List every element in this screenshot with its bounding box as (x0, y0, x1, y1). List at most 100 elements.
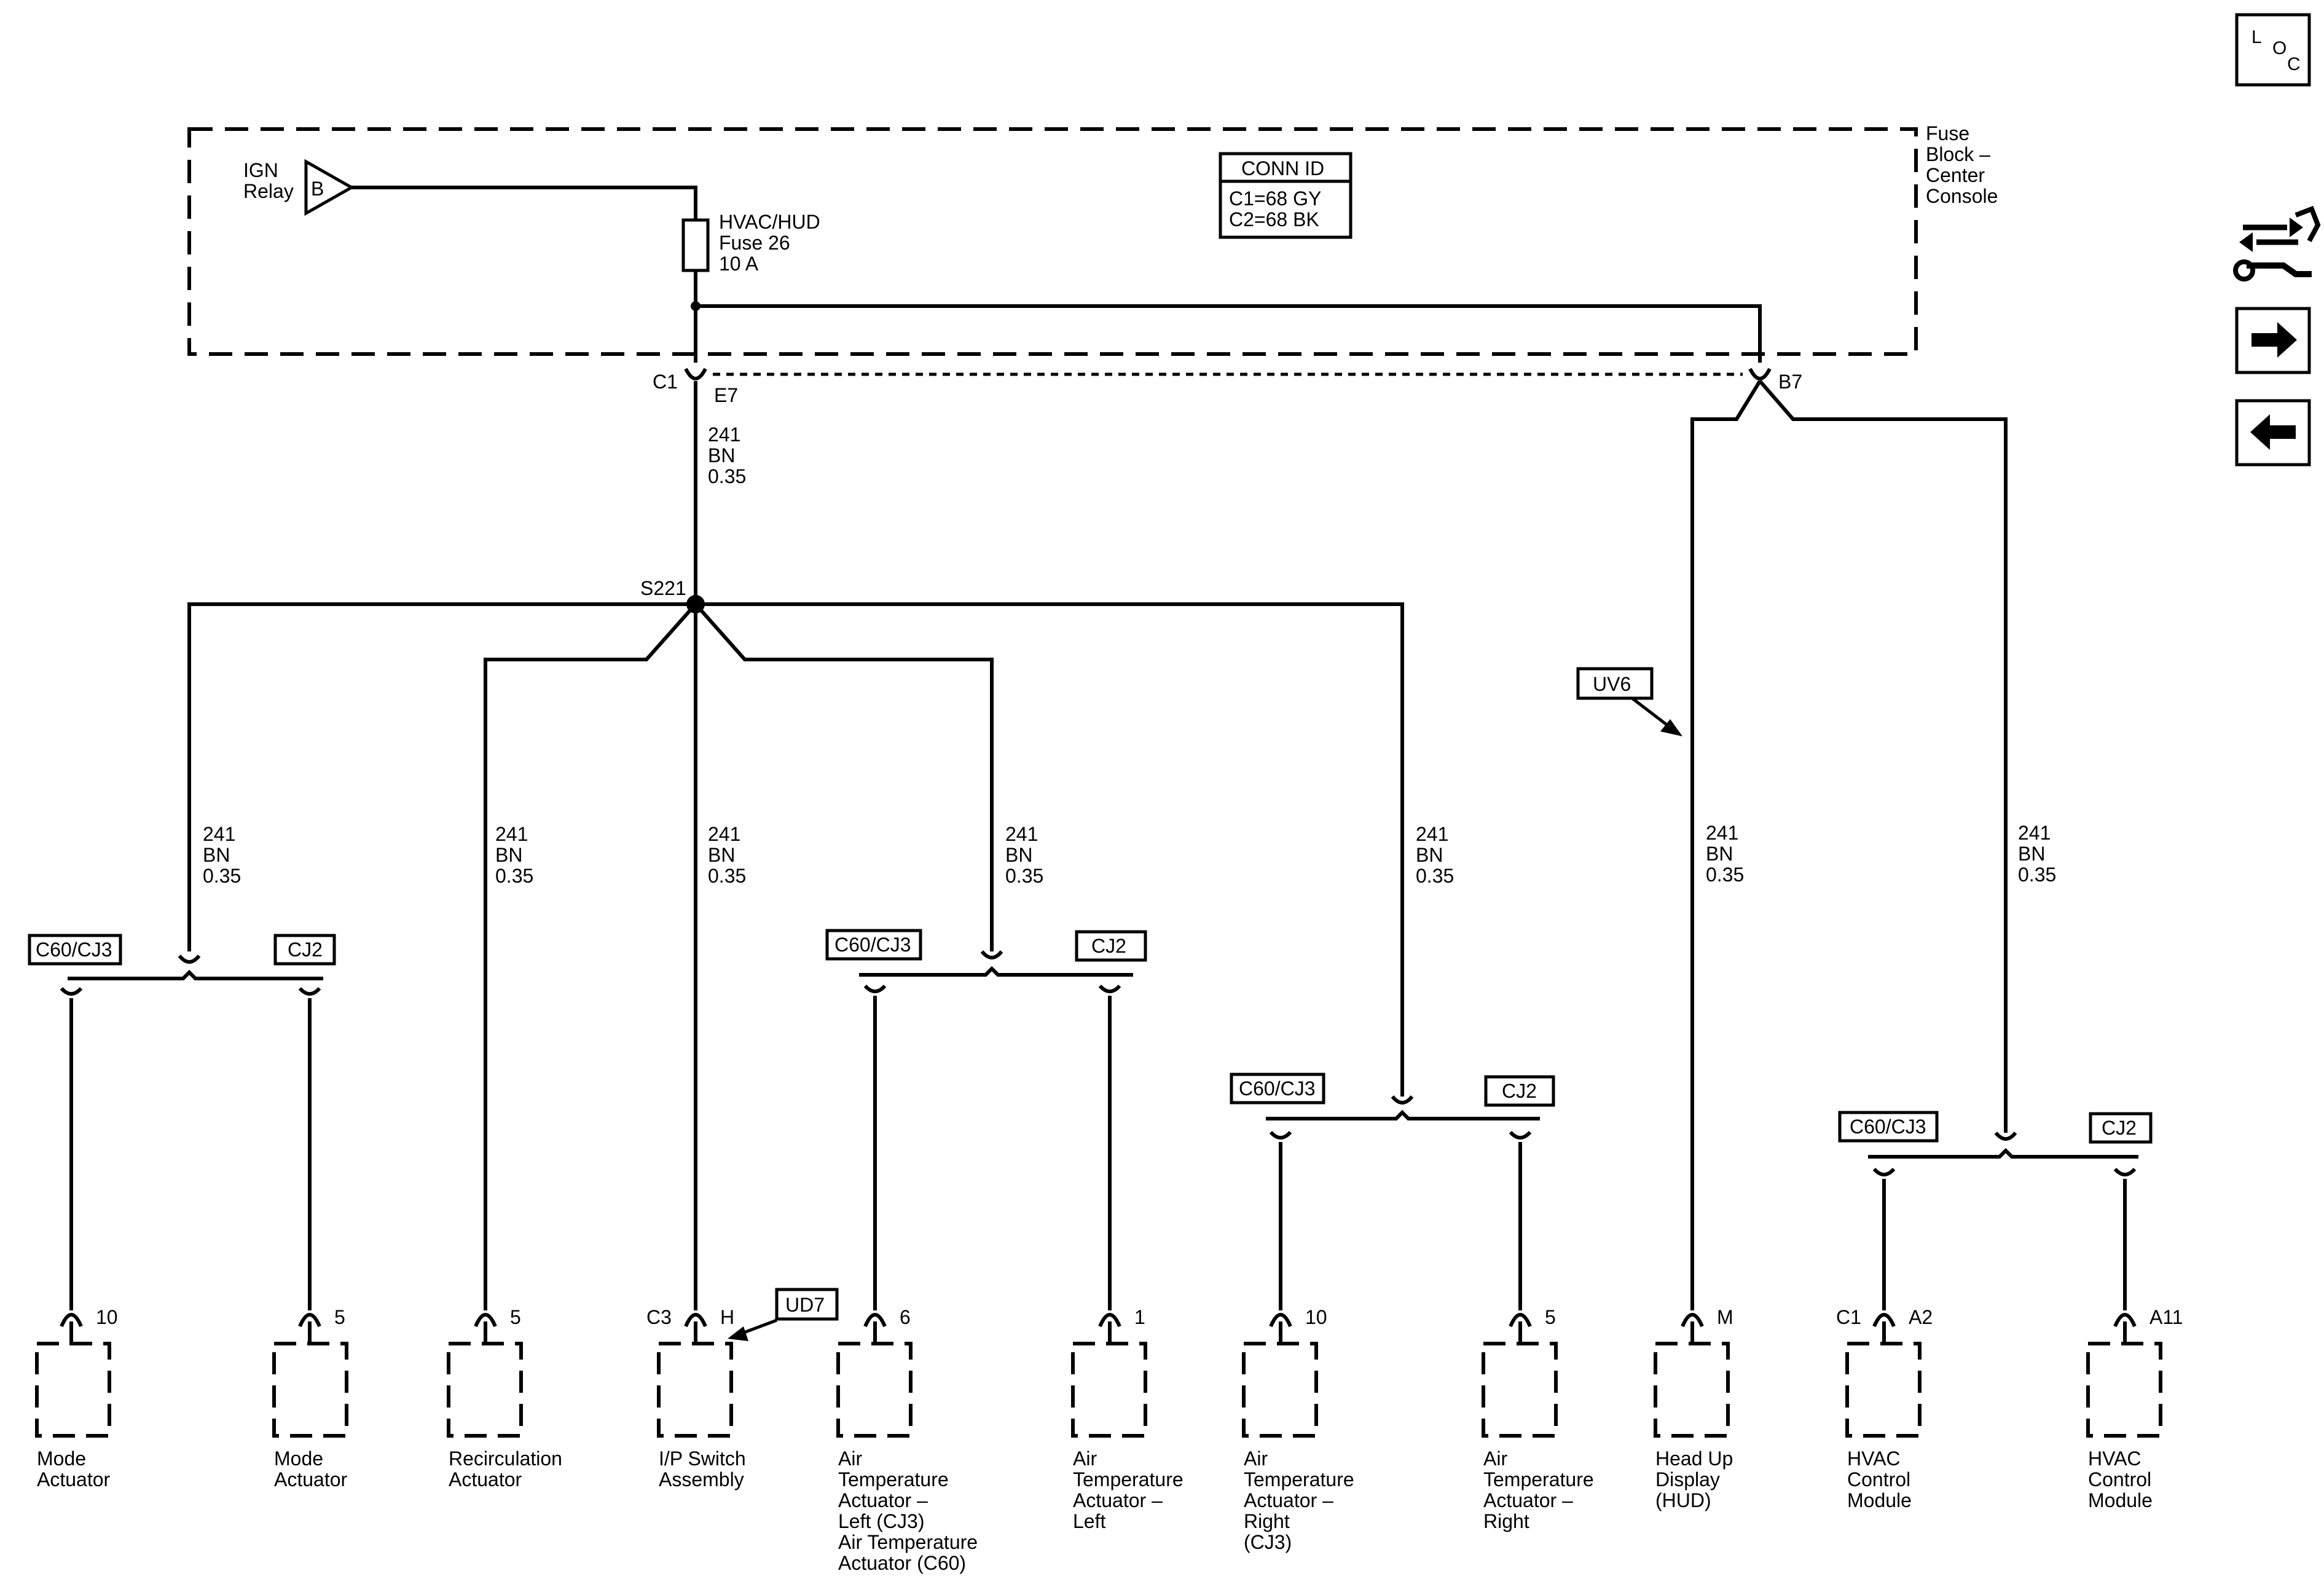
svg-text:BN: BN (1706, 843, 1733, 865)
svg-text:BN: BN (1416, 844, 1443, 866)
terminal-socket (1098, 1313, 1121, 1328)
terminal-socket (474, 1313, 497, 1328)
svg-text:E7: E7 (714, 384, 738, 406)
component-name-line: Air Temperature (838, 1531, 978, 1553)
svg-text:10 A: 10 A (719, 253, 759, 275)
svg-text:241: 241 (1005, 823, 1038, 845)
connector-label: C3 (646, 1306, 672, 1328)
option-group-2: C60/CJ3 CJ2 (825, 929, 1147, 1310)
component-name-line: Temperature (838, 1468, 949, 1490)
svg-text:BN: BN (708, 444, 735, 467)
svg-text:0.35: 0.35 (2018, 864, 2056, 886)
terminal-socket (60, 1313, 83, 1328)
svg-text:0.35: 0.35 (708, 465, 746, 487)
next-button[interactable] (2235, 307, 2311, 374)
svg-text:241: 241 (203, 823, 235, 845)
terminal-socket (1269, 1313, 1292, 1328)
fuse-block-wiring (351, 186, 1762, 363)
svg-text:C1=68 GY: C1=68 GY (1229, 187, 1321, 210)
component-name-line: Mode (274, 1447, 323, 1470)
svg-text:Fuse 26: Fuse 26 (719, 232, 790, 254)
svg-text:C: C (2287, 54, 2301, 74)
option-group-3: C60/CJ3 CJ2 (1230, 1073, 1555, 1310)
component-name-line: Head Up (1655, 1447, 1733, 1470)
terminal-pin (1882, 1321, 1898, 1345)
svg-text:0.35: 0.35 (1416, 865, 1454, 887)
prev-button[interactable] (2235, 399, 2311, 467)
component-name-line: Actuator (37, 1468, 111, 1490)
component-name-line: Actuator – (1073, 1489, 1163, 1511)
terminal-pin (1690, 1321, 1706, 1345)
terminal-socket (2113, 1313, 2137, 1328)
terminal-pin (1279, 1321, 1294, 1345)
svg-text:0.35: 0.35 (203, 865, 241, 887)
component-name-line: HVAC (1847, 1447, 1901, 1470)
arrow-right-icon (2251, 322, 2297, 358)
ign-relay: B IGN Relay (243, 159, 355, 216)
pin-label: M (1717, 1306, 1733, 1328)
connector-c1: C1 E7 B7 (653, 368, 1802, 406)
component-name-line: Actuator (449, 1468, 522, 1490)
terminal-pin (694, 1321, 709, 1345)
svg-text:0.35: 0.35 (1706, 864, 1744, 886)
svg-text:Block –: Block – (1926, 143, 1990, 165)
svg-text:Fuse: Fuse (1926, 122, 1969, 144)
pin-label: 5 (334, 1306, 345, 1328)
svg-text:241: 241 (708, 423, 740, 446)
svg-text:CJ2: CJ2 (1091, 935, 1126, 957)
component-name-line: (HUD) (1655, 1489, 1711, 1511)
terminal-pin (308, 1321, 323, 1345)
component-box (2086, 1342, 2162, 1438)
terminal-socket (298, 1313, 321, 1328)
option-tag-uv6: UV6 (1576, 667, 1682, 736)
component-box (1654, 1342, 1730, 1438)
component-name-line: (CJ3) (1244, 1531, 1292, 1553)
svg-text:UD7: UD7 (785, 1294, 825, 1316)
pin-label: A11 (2149, 1306, 2183, 1328)
terminal-pin (69, 1321, 85, 1345)
component-name-line: HVAC (2088, 1447, 2141, 1470)
svg-text:BN: BN (1005, 844, 1032, 866)
component-name-line: Module (1847, 1489, 1912, 1511)
wrench-arrows-icon[interactable] (2233, 205, 2321, 282)
connector-label: C1 (1836, 1306, 1861, 1328)
loc-button[interactable]: L O C (2235, 13, 2311, 87)
svg-text:241: 241 (2018, 822, 2051, 844)
svg-text:Console: Console (1926, 185, 1998, 207)
terminal-pin (873, 1321, 889, 1345)
terminal-socket (1872, 1313, 1896, 1328)
component-box (35, 1342, 111, 1438)
component-box (1242, 1342, 1318, 1438)
component-name-line: Actuator – (1244, 1489, 1333, 1511)
component-name-line: Left (1073, 1510, 1105, 1532)
svg-text:C60/CJ3: C60/CJ3 (834, 934, 911, 956)
svg-text:C60/CJ3: C60/CJ3 (1850, 1116, 1926, 1138)
svg-text:IGN: IGN (243, 159, 278, 181)
component-name-line: Left (CJ3) (838, 1510, 924, 1532)
component-name-line: I/P Switch (659, 1447, 746, 1470)
svg-text:C60/CJ3: C60/CJ3 (1239, 1077, 1316, 1100)
svg-text:O: O (2272, 38, 2287, 58)
pin-label: 10 (1305, 1306, 1327, 1328)
svg-text:CJ2: CJ2 (1502, 1080, 1537, 1102)
component-name-line: Actuator – (838, 1489, 928, 1511)
terminal-pin (1108, 1321, 1123, 1345)
branch-wires (187, 380, 2008, 1310)
component-name-line: Right (1244, 1510, 1290, 1532)
pin-label: 6 (900, 1306, 911, 1328)
svg-text:CJ2: CJ2 (288, 939, 323, 961)
fuse-block-outline (187, 127, 1918, 356)
terminal-socket (1509, 1313, 1532, 1328)
component-name-line: Temperature (1483, 1468, 1594, 1490)
component-name-line: Actuator (274, 1468, 348, 1490)
pin-label: 1 (1134, 1306, 1145, 1328)
svg-text:B7: B7 (1778, 371, 1802, 393)
terminal-pin (2123, 1321, 2138, 1345)
component-name-line: Actuator – (1483, 1489, 1573, 1511)
